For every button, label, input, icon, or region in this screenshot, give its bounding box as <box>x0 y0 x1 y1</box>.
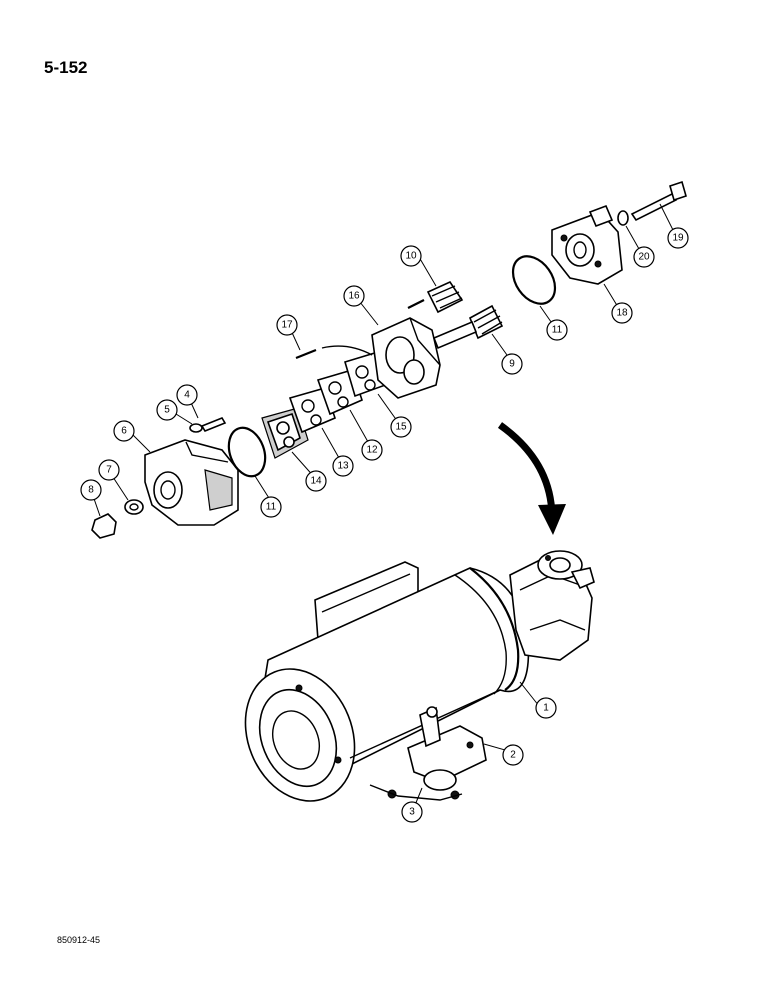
callout-9: 9 <box>501 353 523 375</box>
callout-3: 3 <box>401 801 423 823</box>
callout-11: 11 <box>546 319 568 341</box>
exploded-parts <box>91 180 687 539</box>
callout-5: 5 <box>156 399 178 421</box>
callout-7: 7 <box>98 459 120 481</box>
callout-label: 3 <box>409 807 415 818</box>
callout-12: 12 <box>361 439 383 461</box>
callout-1: 1 <box>535 697 557 719</box>
callout-label: 6 <box>121 426 127 437</box>
callout-14: 14 <box>305 470 327 492</box>
callout-label: 12 <box>366 445 378 456</box>
callout-2: 2 <box>502 744 524 766</box>
callout-label: 16 <box>348 291 360 302</box>
callout-15: 15 <box>390 416 412 438</box>
callout-label: 17 <box>281 320 293 331</box>
callout-label: 15 <box>395 422 407 433</box>
callout-label: 19 <box>672 233 684 244</box>
callout-label: 7 <box>106 465 112 476</box>
callout-label: 4 <box>184 390 190 401</box>
callout-label: 8 <box>88 485 94 496</box>
callout-10: 10 <box>400 245 422 267</box>
motor-pump-assembly <box>244 550 595 802</box>
callout-13: 13 <box>332 455 354 477</box>
figure-id: 850912-45 <box>57 935 101 945</box>
assembly-direction-arrow <box>497 422 566 535</box>
callout-label: 14 <box>310 476 322 487</box>
callout-label: 11 <box>552 325 563 336</box>
callout-label: 9 <box>509 359 515 370</box>
callout-label: 10 <box>405 251 417 262</box>
callout-label: 20 <box>638 252 650 263</box>
callout-16: 16 <box>343 285 365 307</box>
callout-label: 11 <box>266 502 277 513</box>
callout-17: 17 <box>276 314 298 336</box>
callout-label: 1 <box>543 703 549 714</box>
callout-label: 5 <box>164 405 170 416</box>
callout-8: 8 <box>80 479 102 501</box>
callout-6: 6 <box>113 420 135 442</box>
page-number: 5-152 <box>44 58 88 77</box>
callout-18: 18 <box>611 302 633 324</box>
callout-label: 2 <box>510 750 516 761</box>
callout-4: 4 <box>176 384 198 406</box>
callout-20: 20 <box>633 246 655 268</box>
callout-19: 19 <box>667 227 689 249</box>
callout-label: 18 <box>616 308 628 319</box>
callout-11: 11 <box>260 496 282 518</box>
callout-label: 13 <box>337 461 349 472</box>
